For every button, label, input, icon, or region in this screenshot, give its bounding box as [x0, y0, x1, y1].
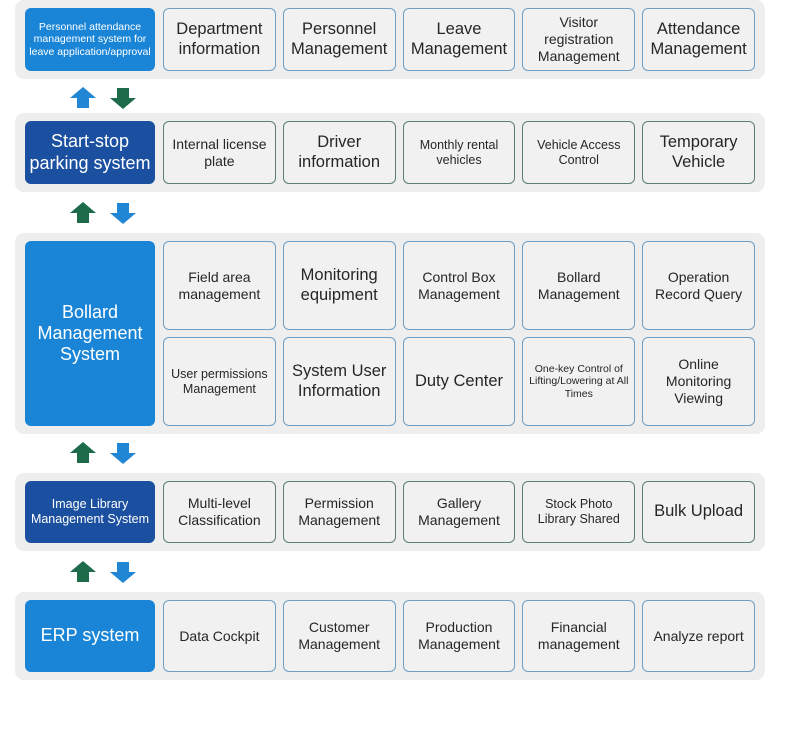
module-card[interactable]: Customer Management: [282, 600, 396, 672]
module-card[interactable]: Vehicle Access Control: [522, 121, 636, 184]
connector-arrows-4: [70, 560, 136, 584]
module-card[interactable]: Internal license plate: [163, 121, 276, 184]
system-panel-parking: Start-stop parking system Internal licen…: [15, 113, 765, 192]
module-card[interactable]: Field area management: [163, 241, 276, 330]
module-card[interactable]: Leave Management: [402, 8, 516, 71]
module-card-grid-image-library: Multi-level Classification Permission Ma…: [163, 481, 755, 543]
module-card-grid-bollard: Field area management Monitoring equipme…: [163, 241, 755, 426]
module-card[interactable]: Monthly rental vehicles: [402, 121, 516, 184]
module-card[interactable]: One-key Control of Lifting/Lowering at A…: [522, 337, 636, 426]
system-panel-erp: ERP system Data Cockpit Customer Managem…: [15, 592, 765, 680]
system-header-image-library[interactable]: Image Library Management System: [25, 481, 155, 543]
system-header-bollard[interactable]: Bollard Management System: [25, 241, 155, 426]
module-card[interactable]: Analyze report: [642, 600, 755, 672]
system-panel-attendance: Personnel attendance management system f…: [15, 0, 765, 79]
green-down-arrow-icon: [110, 87, 136, 109]
module-card[interactable]: Temporary Vehicle: [642, 121, 755, 184]
module-card-grid-parking: Internal license plate Driver informatio…: [163, 121, 755, 184]
system-header-erp[interactable]: ERP system: [25, 600, 155, 672]
module-card[interactable]: Bollard Management: [522, 241, 636, 330]
system-panel-image-library: Image Library Management System Multi-le…: [15, 473, 765, 551]
module-card[interactable]: Visitor registration Management: [522, 8, 636, 71]
module-card[interactable]: Permission Management: [282, 481, 396, 543]
module-card[interactable]: Duty Center: [402, 337, 516, 426]
module-card[interactable]: Data Cockpit: [163, 600, 276, 672]
system-header-parking[interactable]: Start-stop parking system: [25, 121, 155, 184]
module-card-grid-attendance: Department information Personnel Managem…: [163, 8, 755, 71]
connector-arrows-3: [70, 441, 136, 465]
blue-down-arrow-icon: [110, 561, 136, 583]
module-card[interactable]: System User Information: [282, 337, 396, 426]
module-card[interactable]: Control Box Management: [402, 241, 516, 330]
blue-down-arrow-icon: [110, 442, 136, 464]
module-card[interactable]: Bulk Upload: [642, 481, 755, 543]
module-card[interactable]: Operation Record Query: [642, 241, 755, 330]
green-up-arrow-icon: [70, 202, 96, 224]
module-card[interactable]: Attendance Management: [642, 8, 755, 71]
module-card[interactable]: Multi-level Classification: [163, 481, 276, 543]
module-card-grid-erp: Data Cockpit Customer Management Product…: [163, 600, 755, 672]
module-card[interactable]: Online Monitoring Viewing: [642, 337, 755, 426]
blue-down-arrow-icon: [110, 202, 136, 224]
blue-up-arrow-icon: [70, 87, 96, 109]
connector-arrows-1: [70, 86, 136, 110]
module-card[interactable]: Production Management: [402, 600, 516, 672]
module-card[interactable]: Gallery Management: [402, 481, 516, 543]
module-card[interactable]: Department information: [163, 8, 276, 71]
module-card[interactable]: User permissions Management: [163, 337, 276, 426]
module-card[interactable]: Driver information: [282, 121, 396, 184]
green-up-arrow-icon: [70, 561, 96, 583]
green-up-arrow-icon: [70, 442, 96, 464]
system-panel-bollard: Bollard Management System Field area man…: [15, 233, 765, 434]
module-card[interactable]: Personnel Management: [282, 8, 396, 71]
module-card[interactable]: Financial management: [522, 600, 636, 672]
module-card[interactable]: Stock Photo Library Shared: [522, 481, 636, 543]
connector-arrows-2: [70, 201, 136, 225]
module-card[interactable]: Monitoring equipment: [282, 241, 396, 330]
system-header-attendance[interactable]: Personnel attendance management system f…: [25, 8, 155, 71]
